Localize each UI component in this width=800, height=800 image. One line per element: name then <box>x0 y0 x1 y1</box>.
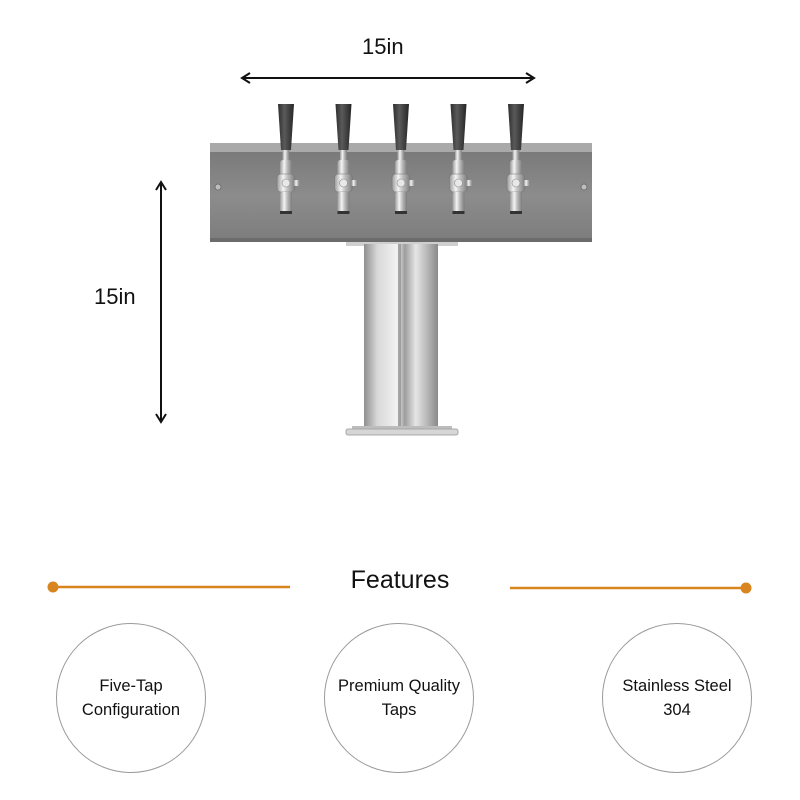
width-dimension-arrow <box>240 72 536 84</box>
features-divider <box>47 581 752 594</box>
feature-circle-five-tap: Five-Tap Configuration <box>56 623 206 773</box>
tap-handle-icon <box>508 104 524 150</box>
feature-label: Premium Quality Taps <box>338 677 460 719</box>
feature-circle-premium-taps: Premium Quality Taps <box>324 623 474 773</box>
feature-label: Stainless Steel 304 <box>622 677 732 719</box>
height-dimension-label: 15in <box>94 284 136 309</box>
features-heading: Features <box>350 566 450 594</box>
height-dimension-arrow <box>155 180 167 424</box>
tower-column <box>345 240 459 436</box>
tap <box>449 104 473 214</box>
divider-dot-left <box>47 581 59 593</box>
tap-handle-icon <box>278 104 294 150</box>
feature-circle-stainless-steel: Stainless Steel 304 <box>602 623 752 773</box>
screw-icon <box>214 183 222 191</box>
screw-icon <box>580 183 588 191</box>
taps-group <box>276 104 530 214</box>
tap-handle-icon <box>393 104 409 150</box>
tap <box>276 104 300 214</box>
divider-dot-right <box>740 582 752 594</box>
tap-handle-icon <box>450 104 467 150</box>
tap <box>334 104 358 214</box>
tap-handle-icon <box>335 104 352 150</box>
width-dimension-label: 15in <box>362 34 404 59</box>
tap <box>506 104 530 214</box>
tap <box>391 104 415 214</box>
feature-label: Five-Tap Configuration <box>81 677 181 719</box>
